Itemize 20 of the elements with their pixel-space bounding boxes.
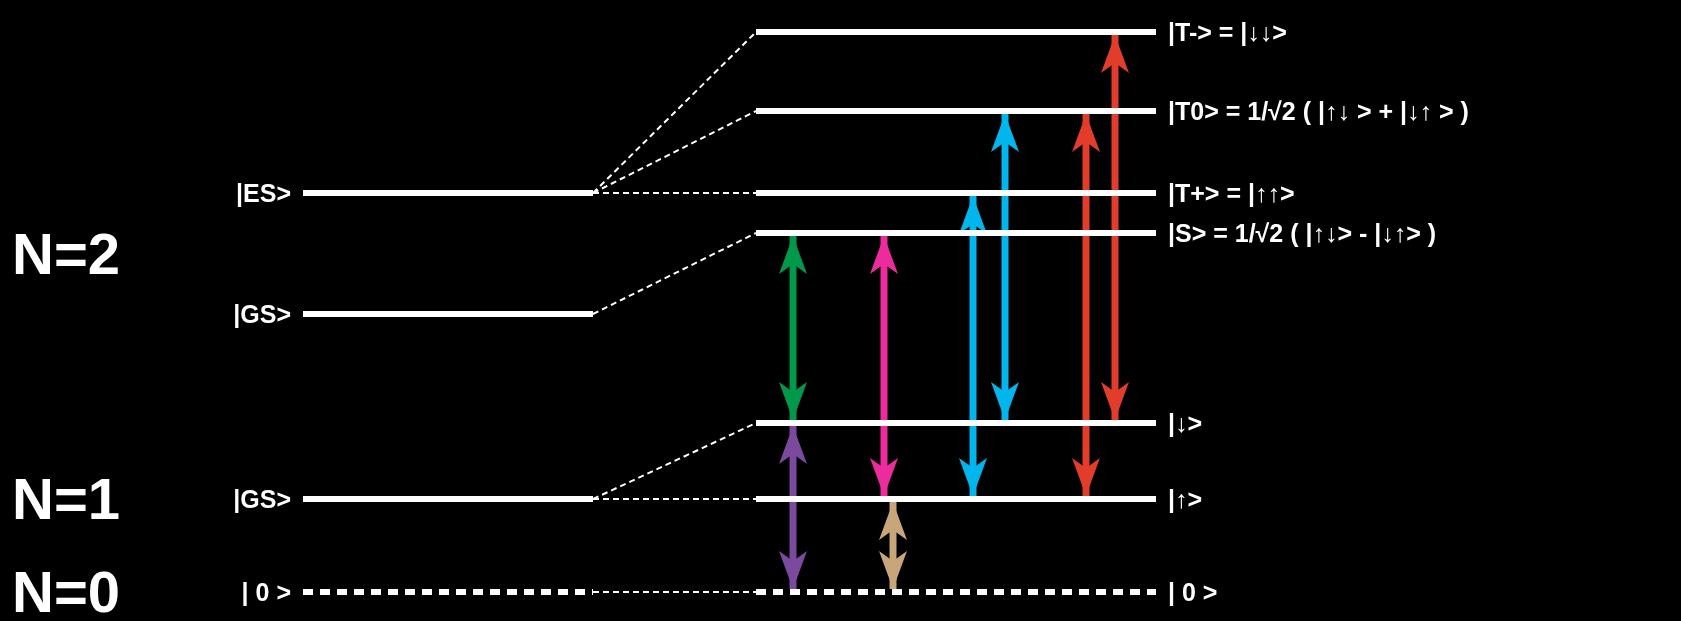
correlation-line	[592, 591, 757, 593]
level-label: |ES>	[236, 178, 291, 208]
level-label: |GS>	[233, 484, 291, 514]
level-label: |↑>	[1168, 484, 1203, 514]
correlation-line	[592, 31, 757, 194]
level-label: |↓>	[1168, 408, 1203, 438]
level-label: |S> = 1/√2 ( |↑↓> - |↓↑> )	[1168, 218, 1437, 248]
particle-number-label: N=1	[12, 470, 120, 528]
level-label: |T+> = |↑↑>	[1168, 178, 1295, 208]
correlation-line	[592, 232, 757, 315]
level-label: |T0> = 1/√2 ( |↑↓ > + |↓↑ > )	[1168, 96, 1469, 126]
correlation-line	[592, 192, 757, 194]
correlation-line	[592, 110, 757, 194]
level-label: |T-> = |↓↓>	[1168, 17, 1287, 47]
particle-number-label: N=0	[12, 563, 120, 621]
level-label: | 0 >	[1168, 577, 1218, 607]
correlation-line	[592, 498, 757, 500]
particle-number-label: N=2	[12, 225, 120, 283]
level-label: | 0 >	[241, 577, 291, 607]
level-label: |GS>	[233, 299, 291, 329]
